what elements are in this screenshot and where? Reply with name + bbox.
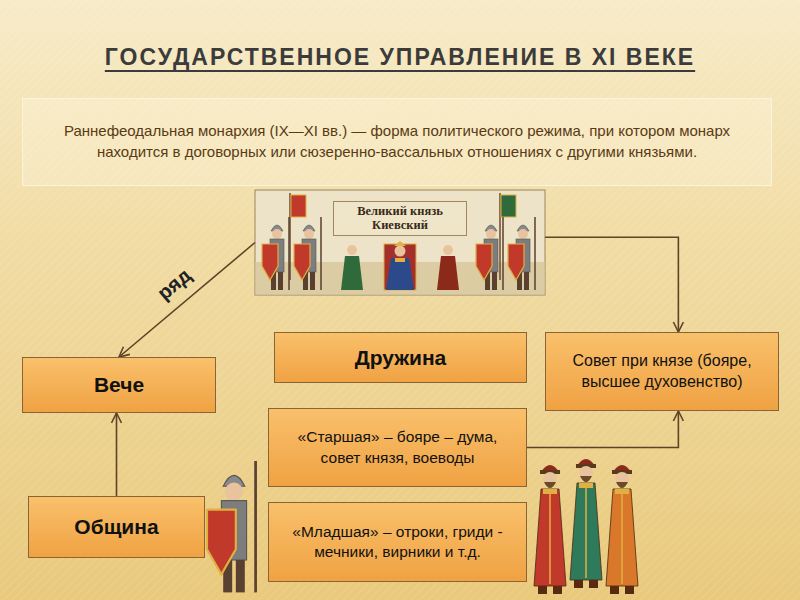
node-text: «Младшая» – отроки, гриди - мечники, вир… — [279, 522, 516, 562]
boyar-figure — [606, 465, 638, 594]
node-text: «Старшая» – бояре – дума, совет князя, в… — [279, 427, 516, 467]
connector-arrow — [119, 243, 255, 358]
process-box: «Старшая» – бояре – дума, совет князя, в… — [268, 408, 527, 487]
warrior-figure — [262, 217, 289, 290]
attendant-figure — [341, 245, 363, 290]
process-box: Община — [28, 496, 205, 558]
process-box: Дружина — [274, 332, 527, 383]
attendant-figure — [437, 245, 459, 290]
node-text: Община — [74, 513, 158, 540]
flag — [291, 195, 306, 217]
boyar-figure — [570, 459, 602, 588]
warrior-figure — [294, 217, 321, 290]
node-text: Совет при князе (бояре, высшее духовенст… — [556, 351, 768, 393]
connector-arrow — [116, 413, 118, 496]
node-text: Вече — [94, 371, 144, 398]
node-text: Дружина — [355, 344, 447, 371]
definition-box: Раннефеодальная монархия (IX—XI вв.) — ф… — [22, 98, 772, 186]
warrior-figure — [207, 461, 256, 592]
flag — [501, 195, 516, 217]
node-text: Великий князь Киевский — [333, 201, 467, 236]
connector-arrow — [527, 411, 678, 448]
process-box: «Младшая» – отроки, гриди - мечники, вир… — [268, 502, 527, 582]
warrior-figure — [508, 217, 535, 290]
prince-picture — [255, 190, 545, 295]
slide-title: ГОСУДАРСТВЕННОЕ УПРАВЛЕНИЕ В XI ВЕКЕ — [0, 44, 800, 71]
warrior-figure — [476, 217, 503, 290]
process-box: Вече — [22, 357, 216, 413]
process-box: Совет при князе (бояре, высшее духовенст… — [545, 332, 779, 411]
prince-figure — [384, 241, 416, 290]
node-text: Раннефеодальная монархия (IX—XI вв.) — ф… — [39, 121, 755, 162]
picture-box: Великий князь Киевский — [255, 190, 545, 295]
connector-arrow — [545, 237, 678, 332]
boyar-figure — [534, 465, 566, 594]
picture-ground — [255, 190, 545, 295]
